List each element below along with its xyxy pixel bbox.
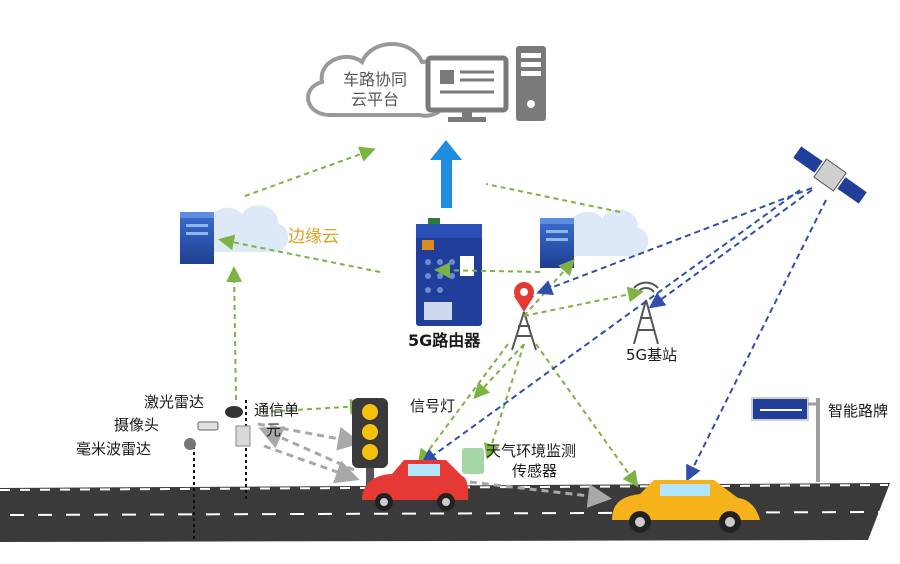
edge-cloud-right (540, 209, 649, 268)
comm-unit-label-line1: 通信单 (254, 401, 300, 419)
edge-cloud-left (180, 205, 289, 264)
upload-arrow (430, 140, 462, 208)
radar-icon (184, 438, 196, 450)
5g-router-icon (416, 218, 482, 326)
env-sensor-icon (462, 448, 484, 474)
blue-links (420, 187, 827, 482)
camera-icon (197, 421, 219, 431)
traffic-light-label: 信号灯 (410, 397, 456, 415)
edge-cloud-label: 边缘云 (288, 227, 339, 247)
gray-links (257, 422, 612, 508)
comm-unit-label-line2: 元 (266, 421, 282, 439)
red-car-icon (362, 460, 469, 511)
monitor-icon (425, 55, 509, 122)
lidar-icon (225, 406, 243, 418)
mmwave-radar-label: 毫米波雷达 (76, 440, 152, 458)
env-sensor-label-line1: 天气环境监测 (486, 442, 577, 460)
env-sensor-label-line2: 传感器 (512, 462, 558, 480)
cloud-platform (306, 42, 546, 122)
server-tower-icon (516, 46, 546, 121)
yellow-car-icon (612, 480, 760, 533)
satellite-icon (793, 146, 867, 204)
base-station-label: 5G基站 (626, 346, 678, 364)
smart-sign-icon (751, 397, 820, 482)
roadside-unit (184, 400, 251, 540)
traffic-light-icon (352, 398, 388, 490)
smart-sign-label: 智能路牌 (828, 402, 889, 420)
cloud-platform-label-line2: 云平台 (350, 90, 399, 109)
comm-unit-box (235, 425, 251, 447)
router-label: 5G路由器 (408, 331, 481, 350)
tower-with-pin (511, 282, 537, 351)
5g-base-station-icon (633, 281, 659, 345)
edge-server-icon (540, 218, 574, 268)
camera-label: 摄像头 (114, 416, 160, 434)
edge-server-icon (180, 212, 214, 264)
lidar-label: 激光雷达 (144, 393, 205, 411)
cloud-platform-label-line1: 车路协同 (342, 70, 407, 89)
